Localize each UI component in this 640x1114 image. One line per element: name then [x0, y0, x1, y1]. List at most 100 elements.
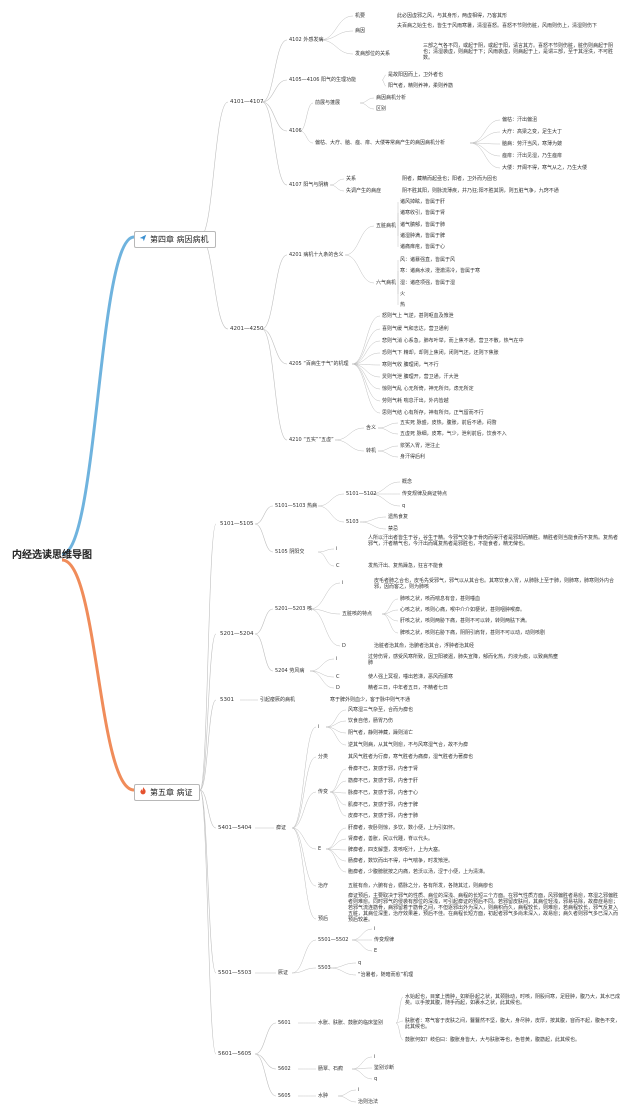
node-4102-yinyin[interactable]: 病因	[355, 28, 366, 34]
connector	[291, 827, 317, 920]
connector	[325, 848, 347, 873]
node-4210[interactable]: 4210 “五实”“五虚”	[289, 437, 334, 443]
node-5602-a[interactable]: 肠覃、石瘕	[318, 1066, 344, 1072]
node-5105-i-text: 人所以汗出者皆生于谷，谷生于精。今邪气交争于骨肉而得汗者是邪却而精胜。精胜者则当…	[368, 535, 619, 547]
node-5401-chuanbian[interactable]: 传变	[318, 789, 329, 795]
node-5605-a[interactable]: 水肿	[318, 1093, 329, 1099]
node-5401-zhiliao[interactable]: 治疗	[318, 883, 329, 889]
range-5201[interactable]: 5201—5204	[220, 631, 254, 637]
node-4205-f: 炅则气泄 腠理开，营卫通，汗大泄	[382, 374, 459, 380]
node-5103-a: 遗热食复	[388, 514, 409, 520]
node-5204-d[interactable]: D	[336, 685, 340, 691]
node-4107-b[interactable]: 失调产生的病症	[346, 188, 382, 194]
connector	[325, 726, 347, 746]
node-5204-i[interactable]: i	[336, 656, 338, 662]
connector	[351, 1068, 373, 1080]
node-4201[interactable]: 4201 病机十九条的含义	[289, 252, 344, 258]
root-title[interactable]: 内经选读思维导图	[12, 550, 92, 561]
node-4107-a[interactable]: 关系	[346, 176, 357, 182]
node-4102-jiyao-text: 此必因虚邪之风，与其身形，两虚相得，乃客其形	[397, 13, 508, 19]
range-5501[interactable]: 5501—5503	[218, 970, 252, 976]
node-4102-jiyao[interactable]: 机要	[355, 13, 366, 19]
range-5601[interactable]: 5601—5605	[218, 1051, 252, 1057]
node-5401-fenlei[interactable]: 分类	[318, 754, 329, 760]
node-5101-a[interactable]: 5101—5102	[346, 491, 377, 497]
node-5101-a2: 传变规律及病证特点	[402, 491, 448, 497]
node-5204-c[interactable]: C	[336, 674, 340, 680]
connector	[359, 102, 375, 110]
node-5401-i-a: 风寒湿三气杂至，合而为痹也	[348, 707, 414, 713]
node-5105-c[interactable]: C	[336, 563, 340, 569]
node-5103[interactable]: 5103	[346, 519, 359, 525]
node-5602[interactable]: 5602	[278, 1066, 291, 1072]
connector	[381, 79, 387, 87]
flame-icon	[139, 787, 147, 798]
node-5401-e-a: 肝痹者，夜卧则惊，多饮，数小便，上为引如怀。	[348, 825, 459, 831]
node-5601-a[interactable]: 水胀、肤胀、鼓胀的临床鉴别	[318, 1020, 384, 1026]
node-5101-a3: q	[402, 503, 406, 509]
node-5201-wuzang-d: 脾咳之状，咳则右胁下痛，阴阴引肩背，甚则不可以动，动则咳剧	[400, 630, 546, 636]
node-5401-yuhou[interactable]: 预后	[318, 916, 329, 922]
chapter-5-node[interactable]: 第五章 病证	[134, 784, 200, 801]
node-4106[interactable]: 4106	[289, 128, 302, 134]
node-5201-i[interactable]: i	[342, 580, 344, 586]
node-5501[interactable]: 厥证	[278, 970, 289, 976]
node-5501-a[interactable]: 5501—5502	[318, 937, 349, 943]
range-5401[interactable]: 5401—5404	[218, 825, 252, 831]
node-4210-hanyi[interactable]: 含义	[366, 425, 377, 431]
node-5105[interactable]: 5105 阴阳交	[275, 549, 305, 555]
node-4107[interactable]: 4107 阳气与阴精	[289, 182, 329, 188]
node-4210-hanyi-b: 五虚死 脉细，皮寒，气少，泄利前后，饮食不入	[400, 431, 507, 437]
range-5301[interactable]: 5301	[220, 697, 234, 703]
node-4106-qian[interactable]: 前展与蓬展	[315, 100, 341, 106]
node-5204-d-text: 精者三日，中年者五日，不精者七日	[368, 685, 449, 691]
node-5204[interactable]: 5204 劳风病	[275, 668, 305, 674]
node-4102[interactable]: 4102 外感发病	[289, 37, 324, 43]
node-4201-wuzang[interactable]: 五脏病机	[376, 223, 397, 229]
connector	[325, 726, 347, 734]
node-5605[interactable]: 5605	[278, 1093, 291, 1099]
node-4106-bian[interactable]: 偏枯、大疔、脑、痤、痱、大偻等常病产生的病因病机分析	[315, 140, 446, 146]
node-5101[interactable]: 5101—5103 热病	[275, 503, 318, 509]
connector	[261, 328, 288, 365]
node-4201-wuzang-c: 诸气膹郁，皆属于肺	[400, 222, 446, 228]
connector	[329, 962, 357, 969]
connector	[329, 791, 347, 794]
connector	[309, 608, 341, 647]
connector	[319, 15, 354, 41]
range-4201[interactable]: 4201—4250	[230, 326, 264, 332]
node-5301-text: 寒于脾外则血少，客于脉中则气不通	[330, 697, 411, 703]
connector	[329, 791, 347, 817]
connector	[395, 996, 404, 1024]
node-5401-i[interactable]: i	[318, 724, 320, 730]
node-5301[interactable]: 引起痿厥的病机	[260, 697, 296, 703]
connector	[469, 142, 501, 169]
connector	[317, 551, 335, 567]
range-4101[interactable]: 4101—4107	[230, 99, 264, 105]
connector	[261, 101, 288, 132]
node-5201-d[interactable]: D	[342, 643, 346, 649]
node-5201[interactable]: 5201—5203 咳	[275, 606, 313, 612]
connector	[359, 521, 387, 530]
node-4210-zhuanji[interactable]: 转机	[366, 448, 377, 454]
node-5401-chuanbian-c: 脉痹不已，复感于邪，内舍于心	[348, 790, 419, 796]
node-5105-i[interactable]: i	[336, 546, 338, 552]
node-4102-buwei[interactable]: 发病部位的关系	[355, 51, 391, 57]
connector	[199, 789, 217, 1055]
node-5501-a3: E	[374, 948, 378, 954]
node-5503[interactable]: 5503	[318, 965, 331, 971]
node-5601[interactable]: 5601	[278, 1020, 291, 1026]
node-4201-wuzang-b: 诸寒收引，皆属于肾	[400, 210, 446, 216]
node-4105[interactable]: 4105—4106 阳气的生理功能	[289, 77, 357, 83]
node-5401[interactable]: 痹证	[276, 825, 287, 831]
range-5101[interactable]: 5101—5105	[220, 521, 254, 527]
node-4201-liuqi[interactable]: 六气病机	[376, 280, 397, 286]
connector	[381, 598, 399, 615]
node-5401-e[interactable]: E	[318, 846, 322, 852]
connector	[377, 427, 399, 435]
node-5204-i-text: 过劳伤肾，感受风寒所致，因卫阳被遏，肺失宣降，郁而化热，灼液为痰，以致病热壅肺	[368, 654, 559, 666]
chapter-4-node[interactable]: 第四章 病因病机	[134, 231, 216, 248]
connector	[325, 848, 347, 851]
node-5201-wuzang[interactable]: 五脏咳的特点	[342, 611, 373, 617]
node-4205[interactable]: 4205 “百病生于气”的机理	[289, 361, 349, 367]
